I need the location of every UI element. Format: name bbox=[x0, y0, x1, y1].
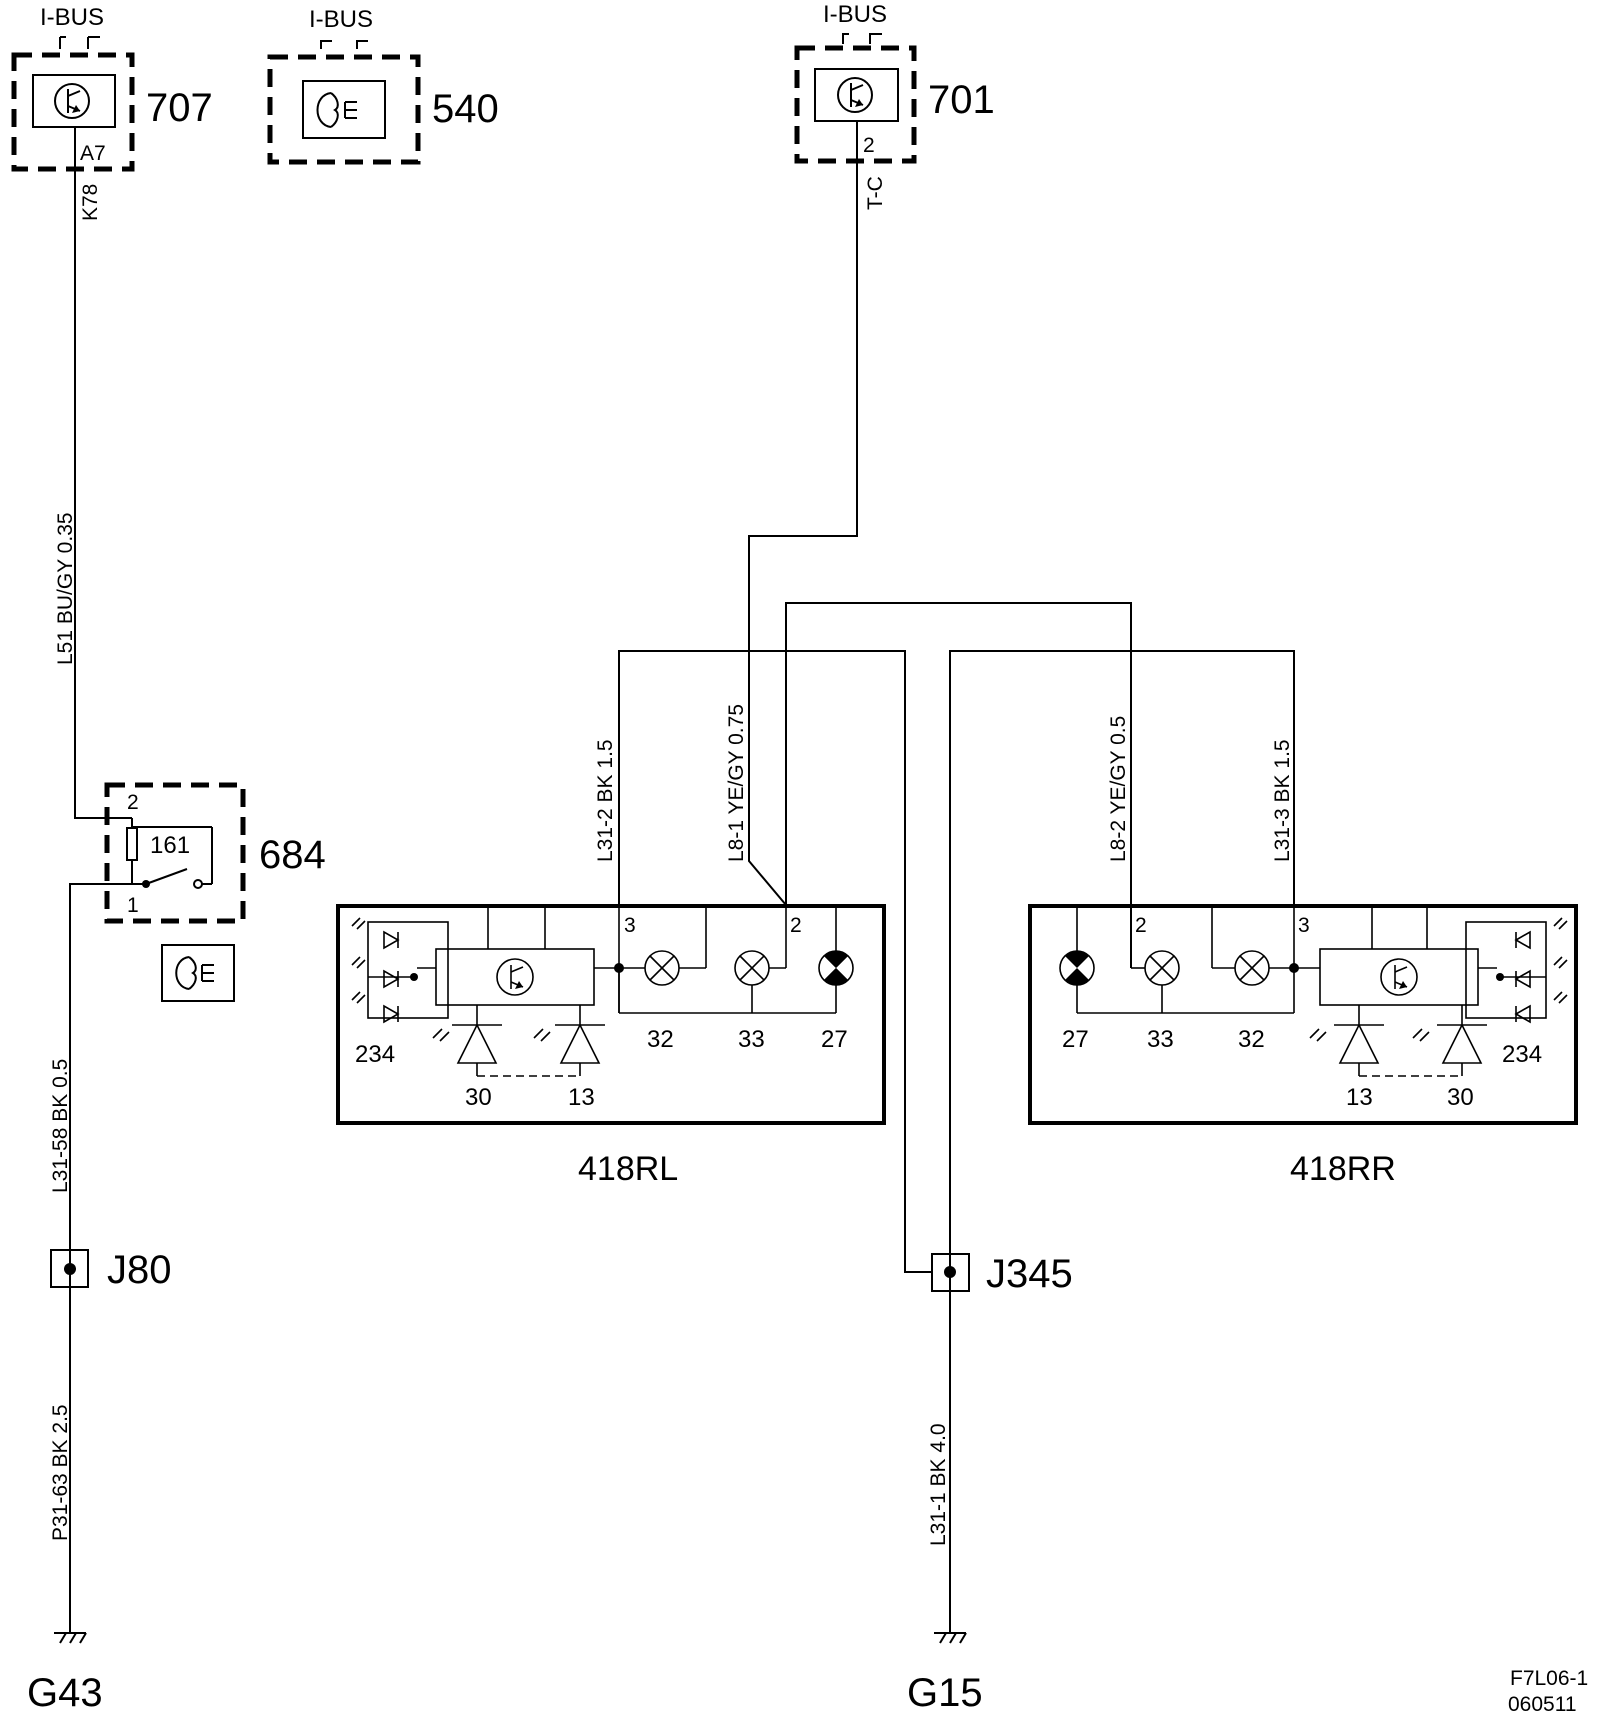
module-540: I-BUS 540 bbox=[267, 6, 499, 165]
footer-date: 060511 bbox=[1508, 1693, 1577, 1716]
wire-l31-58 bbox=[69, 883, 128, 1238]
headlamp-symbol-540 bbox=[316, 92, 357, 128]
wire-701-trunk bbox=[748, 121, 858, 906]
module-540-label: 540 bbox=[432, 87, 499, 131]
lamp-418rr-pin-2: 2 bbox=[1135, 914, 1147, 937]
lamp-418rr-pin-3: 3 bbox=[1298, 914, 1310, 937]
junction-j345: J345 bbox=[931, 1252, 1073, 1296]
wire-label-l51: L51 BU/GY 0.35 bbox=[54, 512, 77, 665]
module-707: I-BUS 707 A7 K78 bbox=[11, 4, 213, 221]
module-701-label: 701 bbox=[928, 78, 995, 122]
module-707-bus-label: I-BUS bbox=[40, 4, 104, 31]
lamp-418rr-bulb-32: 32 bbox=[1238, 1026, 1265, 1053]
lamp-418rr-bulb-33: 33 bbox=[1147, 1026, 1174, 1053]
junction-j80: J80 bbox=[50, 1248, 172, 1292]
wire-label-l31-58: L31-58 BK 0.5 bbox=[49, 1059, 72, 1193]
wire-label-l8-2: L8-2 YE/GY 0.5 bbox=[1107, 716, 1130, 862]
lamp-418rl-bulb-32: 32 bbox=[647, 1026, 674, 1053]
ground-g15: G15 bbox=[907, 1632, 983, 1715]
lamp-418rl-bulb-27: 27 bbox=[821, 1026, 848, 1053]
module-540-bus-label: I-BUS bbox=[309, 6, 373, 33]
lamp-418rl-diode-13: 13 bbox=[568, 1084, 595, 1111]
lamp-418rl-diode-30: 30 bbox=[465, 1084, 492, 1111]
module-701-bus-label: I-BUS bbox=[823, 1, 887, 28]
module-701: I-BUS 701 2 T-C bbox=[794, 1, 995, 210]
switch-684-label: 684 bbox=[259, 833, 326, 877]
module-701-pin-code: T-C bbox=[864, 176, 887, 210]
switch-684-pin-bottom: 1 bbox=[127, 894, 139, 917]
wire-label-l31-1: L31-1 BK 4.0 bbox=[927, 1423, 950, 1546]
wire-label-p31-63: P31-63 BK 2.5 bbox=[49, 1404, 72, 1541]
lamp-418rr-diode-30: 30 bbox=[1447, 1084, 1474, 1111]
footer-code: F7L06-1 bbox=[1510, 1667, 1588, 1690]
junction-j80-label: J80 bbox=[107, 1248, 172, 1292]
wires bbox=[69, 121, 1295, 1633]
bulb-33-right bbox=[1144, 950, 1180, 986]
lamp-418rl-pin-2: 2 bbox=[790, 914, 802, 937]
wire-label-l31-2: L31-2 BK 1.5 bbox=[594, 739, 617, 862]
lamp-418rl-pin-3: 3 bbox=[624, 914, 636, 937]
wire-l31-3 bbox=[949, 650, 1295, 1633]
lamp-418rr-bulb-27: 27 bbox=[1062, 1026, 1089, 1053]
switch-684-inner-label: 161 bbox=[150, 832, 190, 859]
module-707-pin-code: K78 bbox=[79, 184, 102, 221]
module-701-pin-label: 2 bbox=[863, 134, 875, 157]
ground-g43: G43 bbox=[27, 1632, 103, 1715]
ground-g15-label: G15 bbox=[907, 1671, 983, 1715]
bulb-27-left bbox=[818, 950, 854, 986]
lamp-418rl-label: 418RL bbox=[578, 1150, 678, 1188]
lamp-418rl-led-234: 234 bbox=[355, 1041, 395, 1068]
wire-label-l8-1: L8-1 YE/GY 0.75 bbox=[725, 704, 748, 862]
lamp-unit-418rl: 3 2 234 30 13 32 33 27 418RL bbox=[336, 904, 886, 1188]
lamp-418rr-label: 418RR bbox=[1290, 1150, 1396, 1188]
module-707-pin-label: A7 bbox=[80, 142, 106, 165]
module-707-label: 707 bbox=[146, 86, 213, 130]
junction-j345-label: J345 bbox=[986, 1252, 1073, 1296]
switch-684: 2 161 1 684 bbox=[104, 782, 326, 924]
bulb-33-left bbox=[734, 950, 770, 986]
lamp-unit-418rr: 2 3 27 33 32 234 13 30 418RR bbox=[1028, 904, 1578, 1188]
wire-l51 bbox=[74, 127, 128, 819]
switch-684-pin-top: 2 bbox=[127, 791, 139, 814]
wire-l31-2 bbox=[618, 650, 932, 1273]
bulb-32-left bbox=[644, 950, 680, 986]
bulb-32-right bbox=[1234, 950, 1270, 986]
wire-l8-2-link bbox=[785, 602, 1132, 968]
headlamp-symbol-684 bbox=[161, 944, 235, 1002]
lamp-418rr-led-234: 234 bbox=[1502, 1041, 1542, 1068]
wire-label-l31-3: L31-3 BK 1.5 bbox=[1271, 739, 1294, 862]
lamp-418rr-diode-13: 13 bbox=[1346, 1084, 1373, 1111]
bulb-27-right bbox=[1059, 950, 1095, 986]
lamp-418rl-bulb-33: 33 bbox=[738, 1026, 765, 1053]
ground-g43-label: G43 bbox=[27, 1671, 103, 1715]
